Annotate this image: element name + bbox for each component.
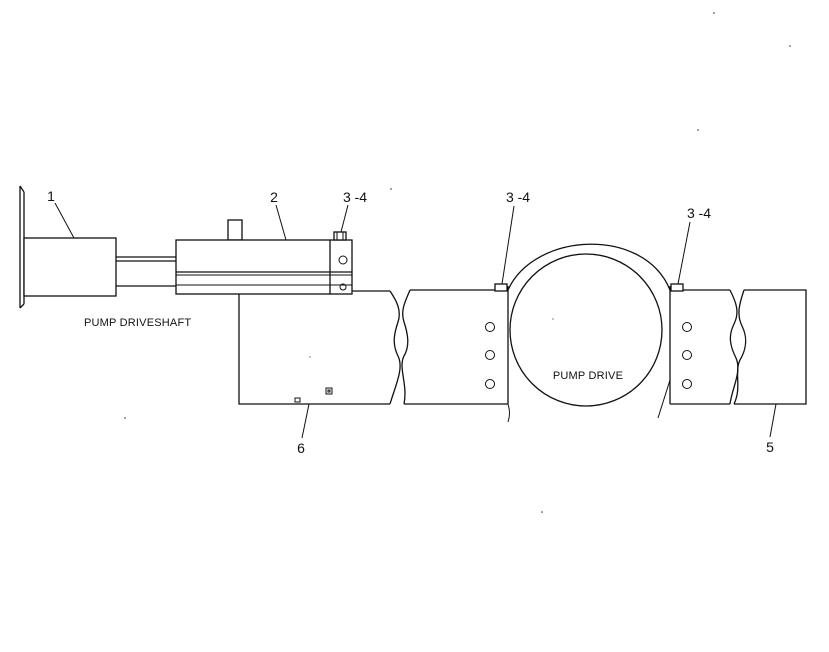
label-pump-drive: PUMP DRIVE: [553, 370, 623, 382]
callout-3-4-middle: 3 -4: [506, 189, 530, 205]
callout-1: 1: [47, 188, 55, 204]
frame-segment-middle: [401, 283, 510, 423]
scan-specks: [124, 12, 791, 513]
part-5-frame: [733, 289, 807, 405]
part-6-frame: [176, 290, 401, 405]
leader-lines: [54, 202, 777, 439]
callout-6: 6: [297, 440, 305, 456]
callout-3-4-housing: 3 -4: [343, 189, 367, 205]
part-1-flange: [19, 185, 117, 309]
pump-drive: [507, 243, 671, 419]
frame-segment-right-middle: [669, 283, 739, 405]
part-2-housing: [175, 219, 353, 295]
callout-5: 5: [766, 439, 774, 455]
label-pump-driveshaft: PUMP DRIVESHAFT: [84, 317, 191, 329]
driveshaft: [116, 256, 176, 287]
callout-3-4-right: 3 -4: [687, 205, 711, 221]
callout-2: 2: [270, 189, 278, 205]
